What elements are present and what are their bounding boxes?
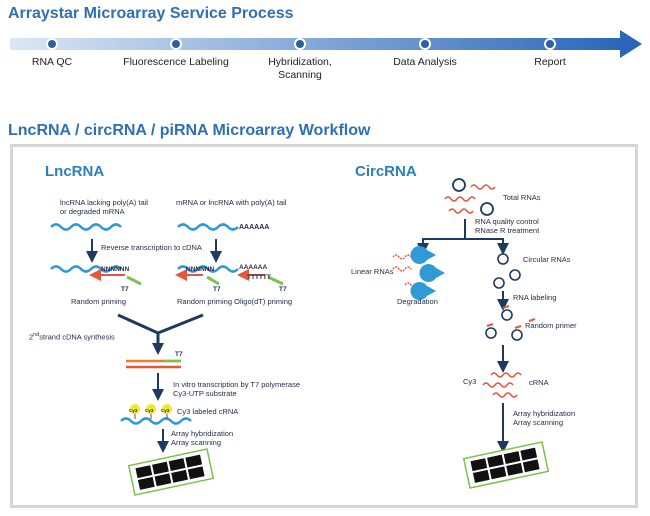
second-strand-label: 2ndstrand cDNA synthesis [29, 332, 115, 342]
oligo-priming-label: Random priming Oligo(dT) priming [177, 297, 293, 306]
polya-label: AAAAAA [239, 224, 270, 231]
microarray-chip-circ [462, 441, 550, 489]
rna-qc-label: RNA quality control RNase R treatment [475, 217, 540, 235]
circrna-heading: CircRNA [355, 163, 417, 180]
degradation-label: Degradation [397, 297, 438, 306]
service-title: Arraystar Microarray Service Process [8, 5, 294, 22]
t7-label-mid: T7 [213, 286, 221, 293]
rnase-r-pacman-2 [419, 264, 445, 282]
stage-data-analysis: Data Analysis [393, 56, 457, 68]
reverse-transcription-label: Reverse transcription to cDNA [101, 243, 202, 252]
t7-label-right: T7 [279, 286, 287, 293]
nnnnnn-left: NNNNNN [101, 266, 130, 273]
microarray-chip-lnc [127, 448, 215, 496]
t7-tag-right [267, 275, 284, 286]
random-primer-3 [514, 325, 522, 329]
workflow-panel: LncRNA lncRNA lacking poly(A) tail or de… [10, 144, 638, 508]
wave-random-priming [50, 265, 122, 273]
lnc-hybridization-label: Array hybridization Array scanning [171, 429, 234, 447]
linear-rnas-label: Linear RNAs [351, 267, 394, 276]
stage-node-report [544, 38, 556, 50]
linear-rna-total-2 [444, 196, 476, 202]
circ-cy3-label: Cy3 [463, 377, 477, 386]
t7-tag-mid [206, 275, 220, 286]
circrna-isolated-3 [493, 277, 505, 289]
rnase-r-pacman-1 [410, 246, 436, 264]
split-branch [422, 235, 504, 247]
circrna-total-1 [452, 178, 466, 192]
wave-circ-crna-1 [490, 372, 522, 378]
process-nodes [46, 38, 556, 50]
lnc-left-desc: lncRNA lacking poly(A) tail or degraded … [60, 198, 148, 216]
circular-rnas-label: Circular RNAs [523, 255, 571, 264]
circrna-primed-3 [511, 329, 523, 341]
stage-fluorescence-labeling: Fluorescence Labeling [123, 56, 229, 68]
wave-lncrna-no-polya [50, 223, 122, 231]
cy3-dye-1 [130, 404, 140, 414]
total-rnas-label: Total RNAs [503, 193, 541, 202]
circrna-primed-2 [485, 327, 497, 339]
stage-node-hybridization [294, 38, 306, 50]
circ-hybridization-label: Array hybridization Array scanning [513, 409, 576, 427]
nnnnnn-right: NNNNNN [186, 266, 215, 273]
stage-node-fluorescence-labeling [170, 38, 182, 50]
stage-node-rna-qc [46, 38, 58, 50]
t7-tag-left [126, 275, 142, 286]
wave-circ-crna-3 [492, 392, 518, 398]
ivt-label: In vitro transcription by T7 polymerase … [173, 380, 300, 398]
cy3-tag-2: Cy3 [145, 408, 154, 413]
tttttt-label: TTTTTT [247, 274, 271, 281]
wave-labeled-crna [120, 417, 192, 425]
rnase-r-pacman-3 [410, 282, 436, 300]
process-arrow [10, 30, 642, 58]
circrna-isolated-1 [497, 253, 509, 265]
merge-lines [117, 313, 204, 345]
random-primer-legend [528, 318, 536, 322]
linear-rna-degraded-2 [392, 266, 412, 272]
lncrna-heading: LncRNA [45, 163, 105, 180]
stage-hybridization-scanning: Hybridization, Scanning [268, 56, 332, 81]
random-primer-label: Random primer [525, 321, 577, 330]
linear-rna-total-1 [470, 184, 496, 190]
linear-rna-degraded-1 [392, 254, 412, 260]
t7-label-left: T7 [121, 286, 129, 293]
wave-circ-crna-2 [482, 382, 514, 388]
stage-report: Report [534, 56, 566, 68]
random-primer-2 [486, 323, 494, 327]
polya-label-2: AAAAAA [239, 264, 268, 271]
circ-crna-label: cRNA [529, 378, 549, 387]
cy3-labeled-crna-label: Cy3 labeled cRNA [177, 407, 239, 416]
lnc-right-desc: mRNA or lncRNA with poly(A) tail [176, 198, 287, 207]
circrna-primed-1 [501, 309, 513, 321]
cy3-dye-3 [162, 404, 172, 414]
stage-node-data-analysis [419, 38, 431, 50]
service-process-bar [10, 30, 642, 58]
t7-label-cdna: T7 [175, 351, 183, 358]
cy3-tag-1: Cy3 [129, 408, 138, 413]
wave-oligo-priming [177, 265, 239, 273]
linear-rna-total-3 [448, 208, 474, 214]
circrna-total-2 [480, 202, 494, 216]
stage-rna-qc: RNA QC [31, 56, 73, 68]
random-priming-label: Random priming [71, 297, 127, 306]
cy3-dye-2 [146, 404, 156, 414]
random-primer-1 [502, 305, 510, 309]
circrna-isolated-2 [509, 269, 521, 281]
wave-mrna-polya [177, 223, 239, 231]
workflow-title: LncRNA / circRNA / piRNA Microarray Work… [8, 122, 371, 139]
workflow-diagram [50, 178, 550, 496]
rna-labeling-label: RNA labeling [513, 293, 557, 302]
cy3-tag-3: Cy3 [161, 408, 170, 413]
